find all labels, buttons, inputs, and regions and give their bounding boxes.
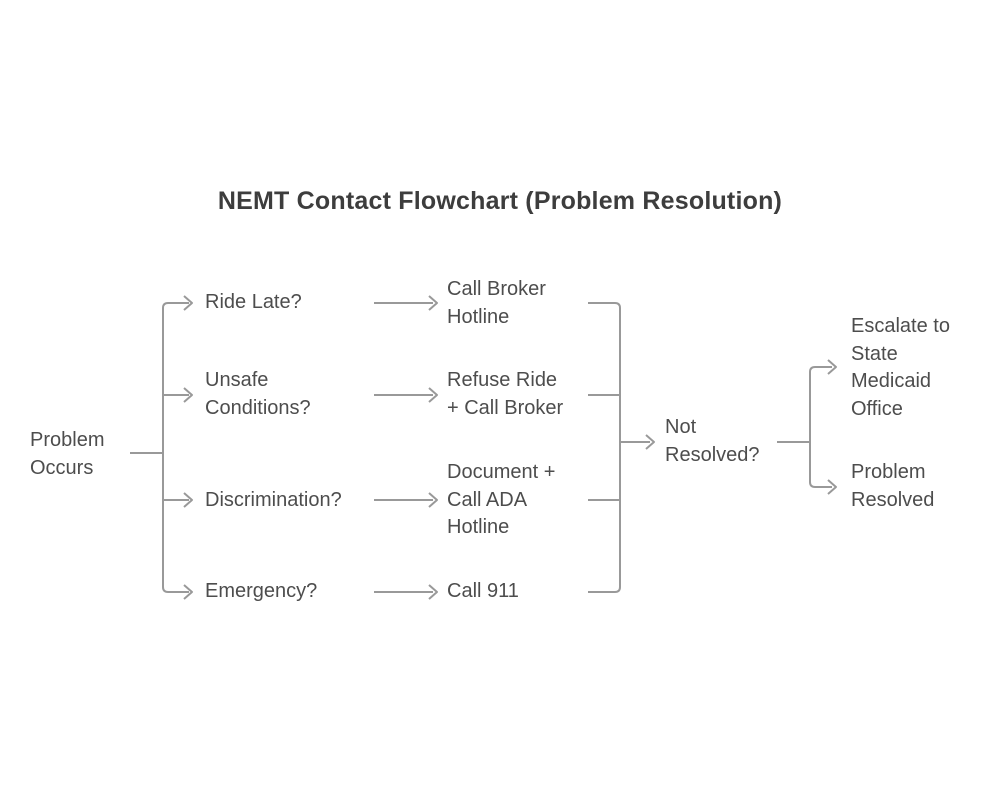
node-problem-occurs: Problem Occurs	[30, 429, 105, 479]
edges-merge	[588, 302, 655, 593]
node-question-ride-late: Ride Late?	[205, 291, 302, 313]
edge-left-spine	[162, 302, 189, 593]
edges-question-to-action	[374, 295, 438, 600]
arrowhead-action-2	[428, 492, 438, 508]
node-question-discrimination: Discrimination?	[205, 489, 342, 511]
arrowhead-action-0	[428, 295, 438, 311]
node-action-refuse-ride-call-broker: Refuse Ride + Call Broker	[447, 369, 564, 419]
node-action-call-911: Call 911	[447, 580, 519, 602]
node-not-resolved: Not Resolved?	[665, 416, 760, 466]
arrowhead-action-1	[428, 387, 438, 403]
arrowhead-unsafe	[183, 387, 193, 403]
node-action-document-call-ada: Document + Call ADA Hotline	[447, 461, 556, 538]
arrowhead-escalate	[827, 359, 837, 375]
edges-left-branching	[130, 295, 193, 600]
edges-outcomes	[777, 359, 837, 495]
arrowhead-discrimination	[183, 492, 193, 508]
node-question-unsafe-conditions: Unsafe Conditions?	[205, 369, 311, 419]
node-question-emergency: Emergency?	[205, 580, 318, 602]
arrowhead-resolved	[827, 479, 837, 495]
arrowhead-not-resolved	[645, 434, 655, 450]
node-action-call-broker-hotline: Call Broker Hotline	[447, 278, 546, 328]
arrowhead-ride-late	[183, 295, 193, 311]
page-title: NEMT Contact Flowchart (Problem Resoluti…	[217, 187, 783, 215]
arrowhead-emergency	[183, 584, 193, 600]
edge-merge-spine	[588, 302, 621, 593]
node-escalate-state-medicaid: Escalate to State Medicaid Office	[851, 315, 950, 420]
node-problem-resolved: Problem Resolved	[851, 461, 935, 511]
edge-outcome-spine	[809, 366, 832, 488]
arrowhead-action-3	[428, 584, 438, 600]
